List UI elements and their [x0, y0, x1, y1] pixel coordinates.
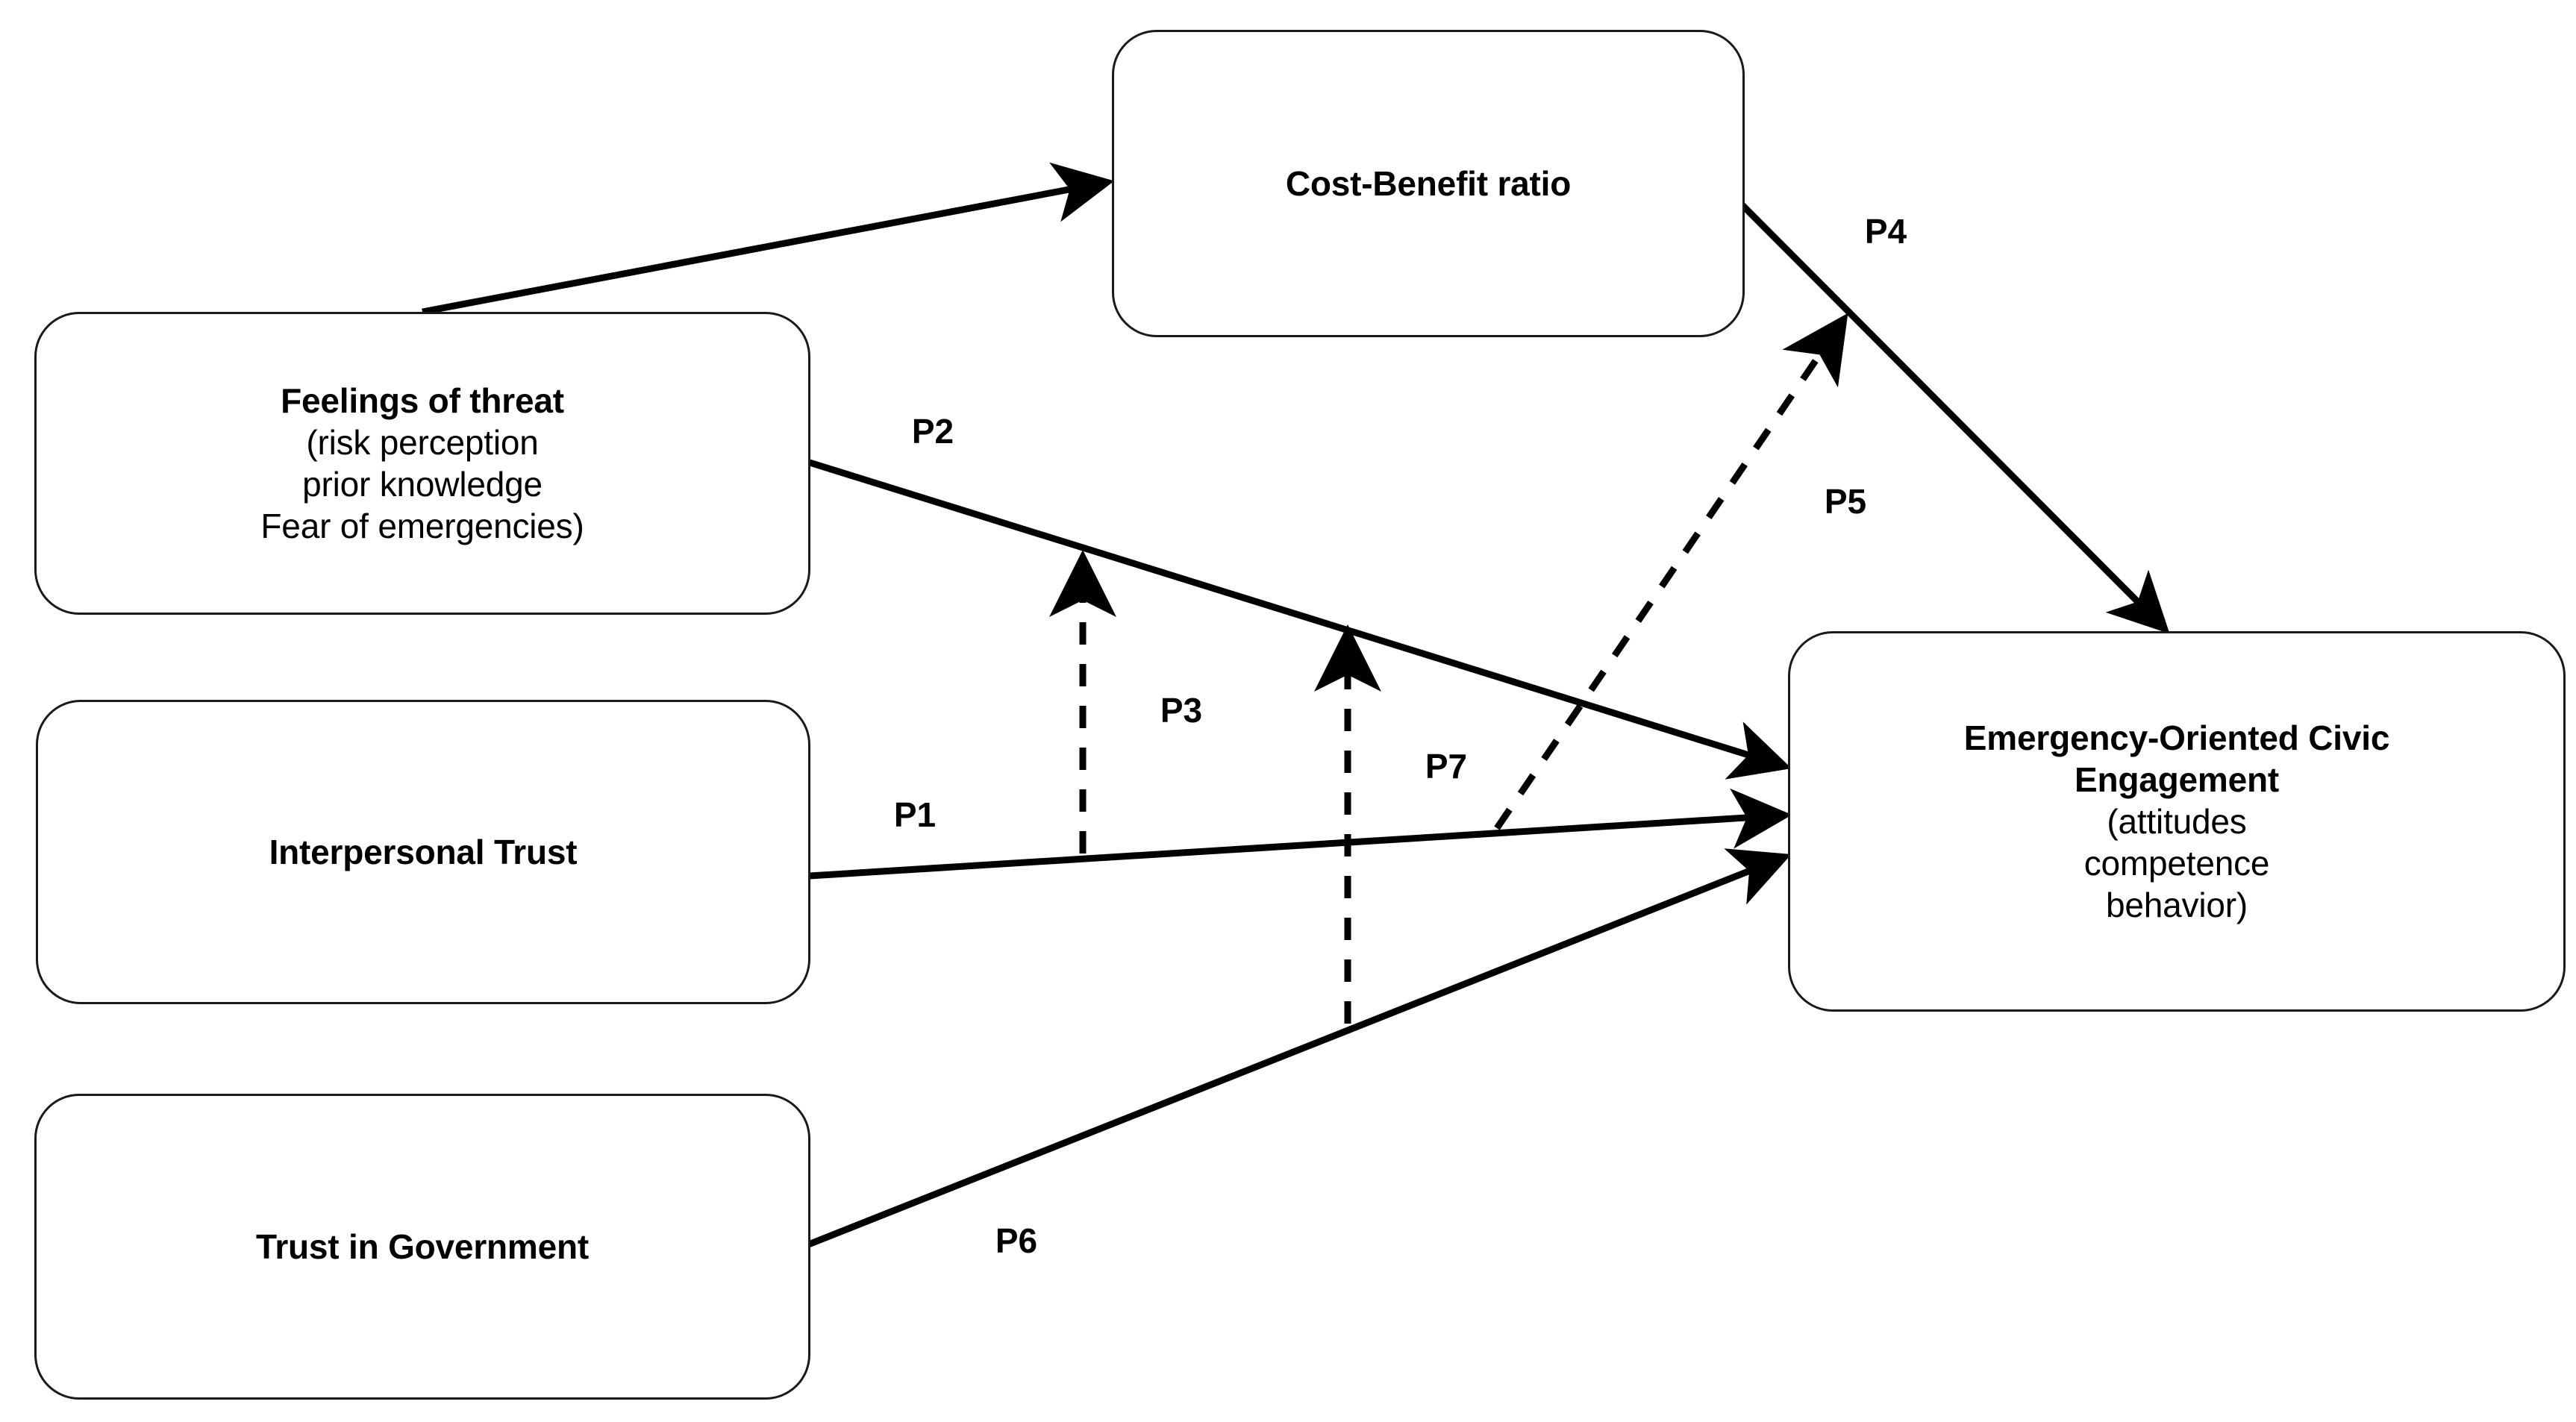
node-sub-risk-perception: (risk perception [306, 422, 539, 462]
node-sub-prior-knowledge: prior knowledge [302, 465, 543, 504]
node-title-cost-benefit-ratio: Cost-Benefit ratio [1285, 163, 1572, 203]
edge-p1-interpersonal-to-engagement [809, 788, 1792, 880]
node-trust-in-government[interactable]: Trust in Government [34, 1094, 810, 1400]
edge-p6-government-to-engagement [801, 848, 1792, 1250]
edge-p5-moderator [1494, 313, 1848, 830]
node-sub-attitudes: (attitudes [2107, 801, 2247, 841]
node-emergency-oriented-civic-engagement[interactable]: Emergency-Oriented Civic Engagement (att… [1788, 631, 2566, 1012]
node-title-interpersonal-trust: Interpersonal Trust [269, 832, 578, 871]
node-feelings-of-threat[interactable]: Feelings of threat (risk perception prio… [34, 312, 810, 615]
node-title-engagement-line2: Engagement [2074, 759, 2280, 799]
edge-label-p2: P2 [911, 412, 954, 451]
edge-label-p4: P4 [1864, 212, 1907, 251]
edge-threat-to-costbenefit [422, 162, 1115, 316]
edge-label-p6: P6 [995, 1221, 1038, 1260]
edge-label-p1: P1 [893, 795, 937, 834]
edge-label-p7: P7 [1425, 747, 1468, 786]
node-sub-behavior: behavior) [2106, 886, 2248, 925]
node-interpersonal-trust[interactable]: Interpersonal Trust [36, 700, 810, 1004]
edge-label-p3: P3 [1160, 691, 1203, 730]
node-title-trust-in-government: Trust in Government [255, 1227, 590, 1266]
edge-p2-threat-to-engagement [808, 459, 1792, 780]
node-sub-fear-of-emergencies: Fear of emergencies) [260, 507, 584, 546]
node-cost-benefit-ratio[interactable]: Cost-Benefit ratio [1112, 30, 1745, 337]
edge-label-p5: P5 [1824, 482, 1867, 521]
node-title-feelings-of-threat: Feelings of threat [281, 380, 564, 420]
node-title-engagement-line1: Emergency-Oriented Civic [1963, 718, 2390, 757]
node-sub-competence: competence [2083, 844, 2270, 883]
edge-p4-costbenefit-to-engagement [1721, 184, 2170, 634]
